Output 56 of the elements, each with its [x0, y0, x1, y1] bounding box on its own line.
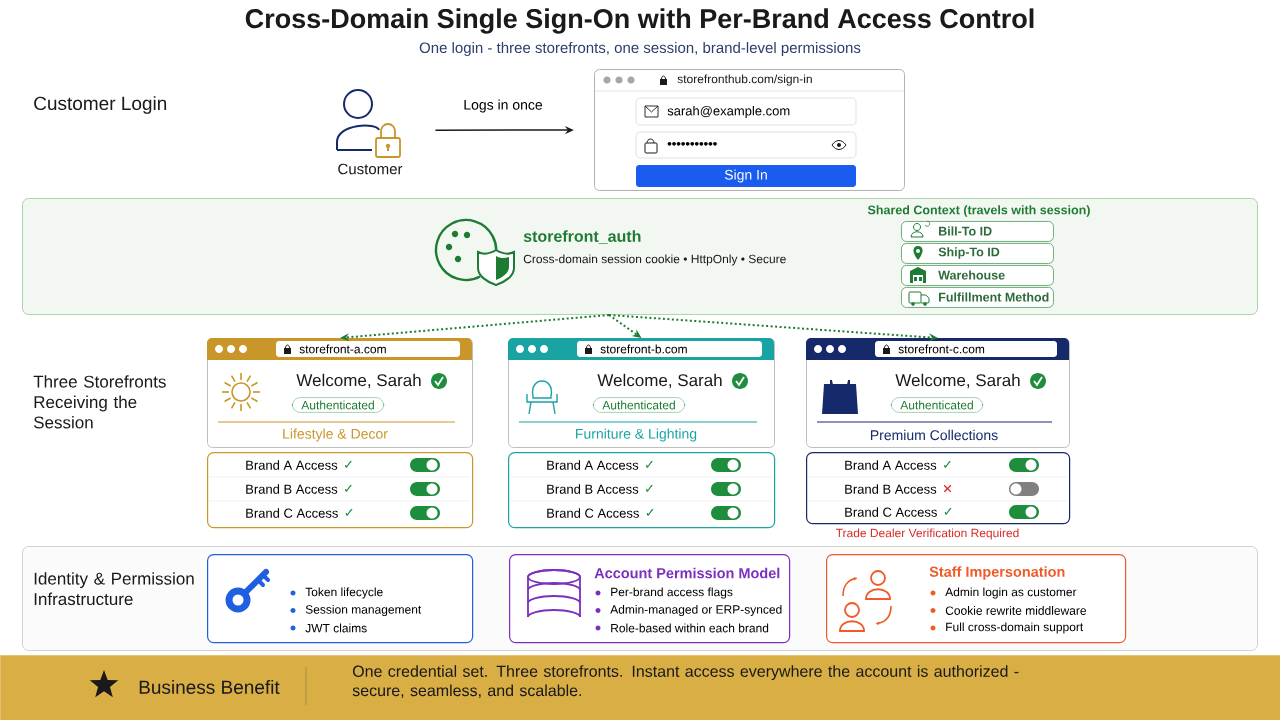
panel-heading: Shared Context (travels with session) [867, 205, 1090, 217]
welcome-text: Welcome, Sarah [296, 373, 421, 389]
bullet-item: Session management [290, 604, 422, 617]
context-pill: Fulfillment Method [901, 287, 1054, 308]
subtitle: One login - three storefronts, one session, brand-level permissions [419, 42, 861, 56]
cookie-name: storefront_auth [523, 230, 641, 244]
section-heading: Three Storefronts Receiving the Session [33, 375, 166, 429]
section-heading: Customer Login [34, 96, 167, 114]
context-pill: Warehouse [901, 265, 1054, 286]
warning-note: Trade Dealer Verification Required [835, 528, 1019, 540]
node-label: storefront-a.com [299, 344, 386, 354]
access-row: Brand B Access ✓ [246, 484, 352, 494]
cookie-description: Cross-domain session cookie • HttpOnly • Secure [523, 254, 786, 266]
card-heading: Account Permission Model [594, 567, 780, 579]
bullet-item: Token lifecycle [290, 587, 383, 599]
title: Cross-Domain Single Sign-On with Per-Brand Access Control [245, 8, 1034, 34]
category-name: Lifestyle & Decor [283, 428, 388, 442]
access-row: Brand A Access ✓ [845, 460, 951, 470]
category-name: Furniture & Lighting [576, 428, 697, 442]
node-label: storefront-b.com [600, 344, 687, 354]
node-label: storefront-c.com [898, 344, 985, 354]
welcome-text: Welcome, Sarah [597, 373, 722, 389]
context-pill: Ship-To ID [901, 243, 1054, 264]
access-row: Brand C Access ✓ [845, 507, 952, 517]
bullet-item: Cookie rewrite middleware [930, 606, 1086, 615]
context-pill: Bill-To ID [901, 220, 1054, 242]
card-heading: Staff Impersonation [929, 566, 1065, 580]
status-badge: Authenticated [593, 397, 685, 413]
welcome-text: Welcome, Sarah [895, 373, 1020, 389]
bullet-item: Per-brand access flags [595, 587, 733, 599]
edge-label: Logs in once [464, 99, 543, 113]
password-field: ••••••••••• [635, 131, 857, 159]
url-text: storefronthub.com/sign-in [677, 74, 812, 86]
access-row: Brand B Access ✕ [845, 484, 952, 494]
category-name: Premium Collections [870, 429, 998, 441]
access-row: Brand B Access ✓ [547, 484, 653, 494]
banner-heading: Business Benefit [139, 680, 280, 694]
node-label: Customer [338, 163, 403, 175]
status-badge: Authenticated [891, 397, 983, 413]
bullet-item: JWT claims [290, 623, 367, 633]
bullet-item: Admin login as customer [930, 587, 1077, 599]
access-row: Brand C Access ✓ [246, 508, 353, 518]
access-row: Brand C Access ✓ [547, 508, 654, 518]
access-row: Brand A Access ✓ [547, 460, 653, 470]
status-badge: Authenticated [292, 397, 384, 413]
banner-text: One credential set. Three storefronts. Instant access everywhere the account is authorized - secure, seamless, and scalable. [352, 665, 1019, 699]
input-field: sarah@example.com [635, 97, 857, 126]
address-bar: storefront-a.com [276, 341, 460, 357]
access-row: Brand A Access ✓ [246, 460, 352, 470]
address-bar: storefront-c.com [875, 341, 1057, 357]
sign-in-button: Sign In [636, 165, 856, 187]
bullet-item: Admin-managed or ERP-synced [595, 604, 782, 617]
bullet-item: Role-based within each brand [595, 623, 769, 633]
bullet-item: Full cross-domain support [930, 622, 1084, 634]
section-heading: Identity & Permission Infrastructure [34, 572, 194, 606]
address-bar: storefront-b.com [577, 341, 762, 357]
